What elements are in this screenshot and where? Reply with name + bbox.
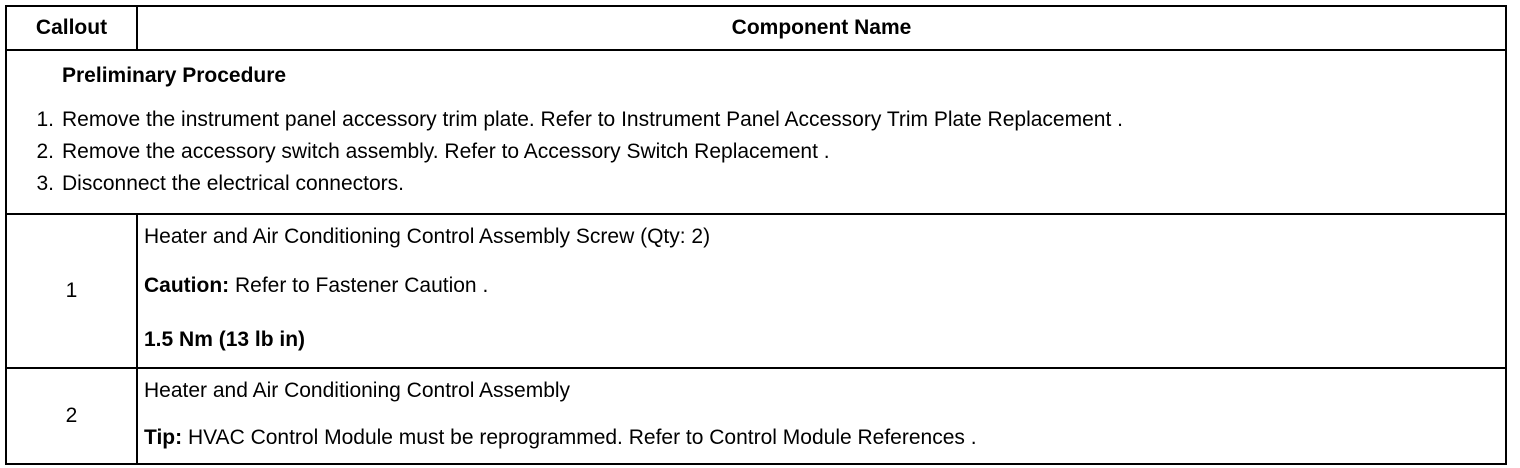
list-item: 2. Remove the accessory switch assembly.… bbox=[7, 136, 1505, 168]
component-cell: Heater and Air Conditioning Control Asse… bbox=[136, 367, 1507, 465]
list-item: 1. Remove the instrument panel accessory… bbox=[7, 104, 1505, 136]
callout-cell: 1 bbox=[5, 213, 138, 369]
torque-spec: 1.5 Nm (13 lb in) bbox=[144, 313, 1505, 367]
table-row: 1 Heater and Air Conditioning Control As… bbox=[5, 213, 1507, 369]
tip-label: Tip: bbox=[144, 426, 183, 449]
caution-text: Refer to Fastener Caution . bbox=[229, 274, 489, 297]
table-row: 2 Heater and Air Conditioning Control As… bbox=[5, 367, 1507, 465]
callout-cell: 2 bbox=[5, 367, 138, 465]
list-item: 3. Disconnect the electrical connectors. bbox=[7, 168, 1505, 200]
component-name: Heater and Air Conditioning Control Asse… bbox=[144, 379, 571, 402]
caution-note: Caution: Refer to Fastener Caution . bbox=[144, 259, 1505, 313]
table-header-row: Callout Component Name bbox=[5, 5, 1507, 51]
caution-label: Caution: bbox=[144, 274, 230, 297]
preliminary-procedure-cell: Preliminary Procedure 1. Remove the inst… bbox=[5, 49, 1507, 215]
component-cell: Heater and Air Conditioning Control Asse… bbox=[136, 213, 1507, 369]
callout-header: Callout bbox=[5, 5, 138, 51]
torque-value: 1.5 Nm (13 lb in) bbox=[144, 328, 306, 351]
component-name-header: Component Name bbox=[136, 5, 1507, 51]
preliminary-procedure-row: Preliminary Procedure 1. Remove the inst… bbox=[5, 49, 1507, 215]
step-text: Remove the accessory switch assembly. Re… bbox=[62, 140, 830, 163]
tip-note: Tip: HVAC Control Module must be reprogr… bbox=[144, 413, 1505, 463]
step-text: Disconnect the electrical connectors. bbox=[62, 172, 404, 195]
component-table: Callout Component Name Preliminary Proce… bbox=[5, 5, 1507, 465]
component-name: Heater and Air Conditioning Control Asse… bbox=[144, 225, 711, 248]
step-number: 1. bbox=[36, 108, 54, 131]
step-text: Remove the instrument panel accessory tr… bbox=[62, 108, 1123, 131]
step-number: 3. bbox=[36, 172, 54, 195]
preliminary-steps-list: 1. Remove the instrument panel accessory… bbox=[7, 104, 1505, 200]
tip-text: HVAC Control Module must be reprogrammed… bbox=[182, 426, 977, 449]
step-number: 2. bbox=[36, 140, 54, 163]
preliminary-procedure-title: Preliminary Procedure bbox=[62, 64, 287, 87]
